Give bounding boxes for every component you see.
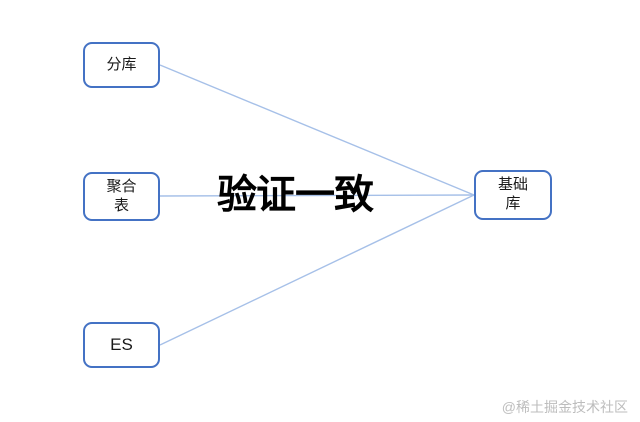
- node-aggregate-table-label: 聚合 表: [106, 177, 137, 214]
- node-es: ES: [83, 322, 160, 368]
- node-sub-database-label: 分库: [106, 55, 137, 73]
- node-es-label: ES: [110, 335, 133, 355]
- edge-es-to-jichuku: [159, 194, 475, 346]
- center-label: 验证一致: [217, 173, 374, 217]
- edge-juhebiao-to-jichuku: [159, 194, 475, 197]
- edge-fenku-to-jichuku: [159, 64, 475, 196]
- watermark: @稀土掘金技术社区: [501, 399, 628, 415]
- node-aggregate-table: 聚合 表: [83, 172, 160, 221]
- node-base-database: 基础 库: [474, 170, 552, 220]
- node-sub-database: 分库: [83, 42, 160, 88]
- node-base-database-label: 基础 库: [497, 176, 528, 212]
